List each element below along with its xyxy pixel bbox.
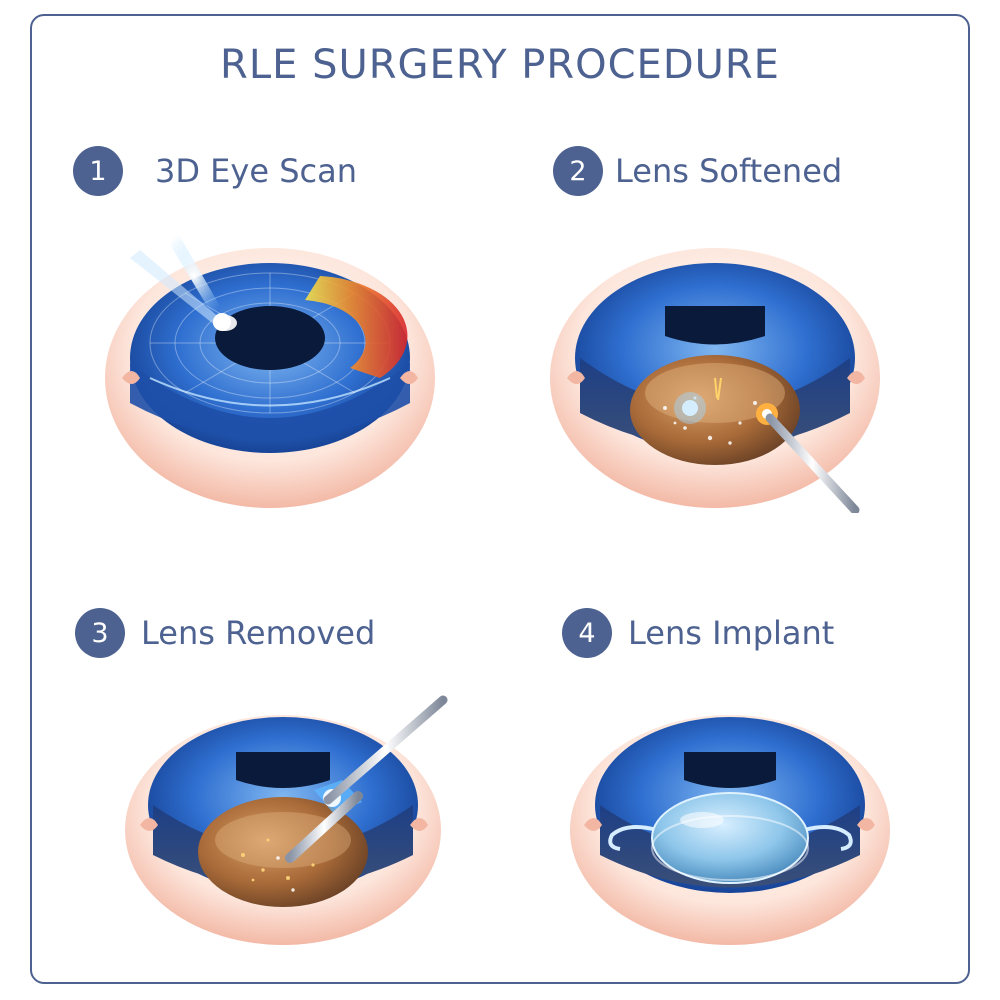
step-3-number-badge: 3: [75, 608, 125, 658]
eye-laser-scan-illustration: [100, 228, 440, 513]
eye-lens-implant-illustration: [562, 680, 897, 950]
step-2-heading: 2 Lens Softened: [553, 146, 842, 196]
diagram-title: RLE SURGERY PROCEDURE: [0, 42, 1000, 88]
step-2-label: Lens Softened: [615, 152, 842, 190]
eye-lens-removed-illustration: [118, 680, 458, 950]
step-4-label: Lens Implant: [628, 614, 834, 652]
step-3-heading: 3 Lens Removed: [75, 608, 375, 658]
step-3-label: Lens Removed: [141, 614, 375, 652]
step-1-number-badge: 1: [73, 146, 123, 196]
step-1-heading: 1 3D Eye Scan: [73, 146, 357, 196]
step-2-number-badge: 2: [553, 146, 603, 196]
step-4-heading: 4 Lens Implant: [562, 608, 834, 658]
eye-lens-softened-illustration: [545, 228, 890, 513]
step-4-number-badge: 4: [562, 608, 612, 658]
step-1-label: 3D Eye Scan: [155, 152, 357, 190]
